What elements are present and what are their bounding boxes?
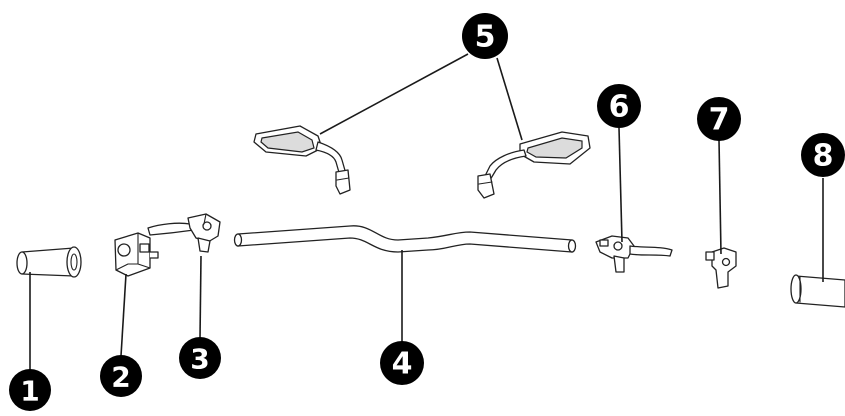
callout-7: 7 (697, 97, 741, 141)
leader-3 (199, 255, 202, 339)
leader-lines (29, 53, 824, 370)
callout-3: 3 (179, 337, 221, 379)
callout-3-label: 3 (190, 343, 209, 376)
callout-5-label: 5 (475, 20, 496, 55)
callout-5: 5 (462, 13, 508, 59)
callout-1-label: 1 (20, 375, 39, 408)
callout-8: 8 (801, 133, 845, 177)
callout-6-label: 6 (609, 90, 630, 125)
callout-2-label: 2 (111, 361, 130, 394)
callout-2: 2 (100, 355, 142, 397)
leader-5a (319, 53, 469, 135)
part-7-clamp (705, 247, 737, 289)
part-1-left-grip (16, 246, 82, 278)
callout-4-label: 4 (392, 347, 413, 382)
part-4-handlebar (233, 225, 577, 253)
part-6-right-brake-lever (595, 235, 673, 273)
leader-2 (120, 273, 127, 357)
part-8-right-grip (790, 274, 845, 308)
part-2-switch-housing (114, 232, 159, 277)
part-5-left-mirror (253, 125, 351, 195)
callout-6: 6 (597, 84, 641, 128)
callout-4: 4 (380, 341, 424, 385)
part-5-right-mirror (477, 131, 591, 199)
leader-6 (618, 127, 623, 243)
leader-7 (718, 139, 722, 255)
callout-1: 1 (9, 369, 51, 411)
callout-7-label: 7 (709, 103, 730, 138)
leader-5b (496, 57, 523, 141)
callout-8-label: 8 (813, 139, 834, 174)
part-3-left-brake-lever (147, 213, 221, 253)
